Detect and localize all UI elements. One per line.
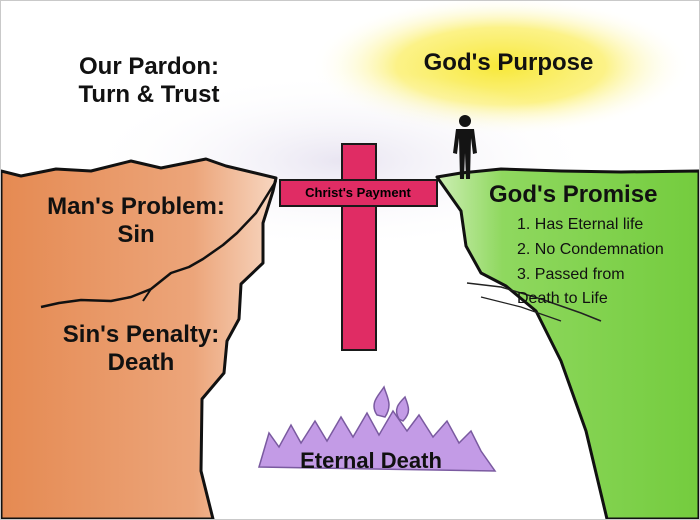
right-cliff-ledge-2 <box>480 296 562 322</box>
promise-list: 1. Has Eternal life 2. No Condemnation 3… <box>517 213 699 312</box>
promise-title: God's Promise <box>489 181 658 208</box>
cross <box>279 143 438 351</box>
purpose-label: God's Purpose <box>423 49 594 76</box>
penalty-line-1: Sin's Penalty: <box>62 321 220 348</box>
promise-item: 1. Has Eternal life <box>517 216 644 233</box>
pardon-line-1: Our Pardon: <box>78 53 219 80</box>
problem-label: Man's Problem: Sin <box>26 193 246 248</box>
promise-item: 2. No Condemnation <box>517 240 664 258</box>
pardon-line-2: Turn & Trust <box>78 80 220 108</box>
flame-icon <box>373 385 410 422</box>
problem-line-1: Man's Problem: <box>47 193 225 220</box>
person-silhouette <box>453 115 477 179</box>
penalty-label: Sin's Penalty: Death <box>41 321 241 376</box>
left-cliff-crack <box>40 180 278 309</box>
left-cliff <box>1 157 278 519</box>
right-cliff <box>435 167 699 519</box>
problem-line-2: Sin <box>117 220 155 248</box>
pardon-label: Our Pardon: Turn & Trust <box>49 53 249 108</box>
eternal-death-label: Eternal Death <box>300 448 442 473</box>
left-cliff-crack-branch <box>142 288 152 302</box>
christs-payment-label: Christ's Payment <box>305 185 411 200</box>
promise-item: 3. Passed from <box>517 265 625 283</box>
promise-item: Death to Life <box>517 290 608 308</box>
right-cliff-ledge <box>466 282 602 322</box>
penalty-line-2: Death <box>107 348 175 376</box>
eternal-death-mound <box>258 409 497 472</box>
